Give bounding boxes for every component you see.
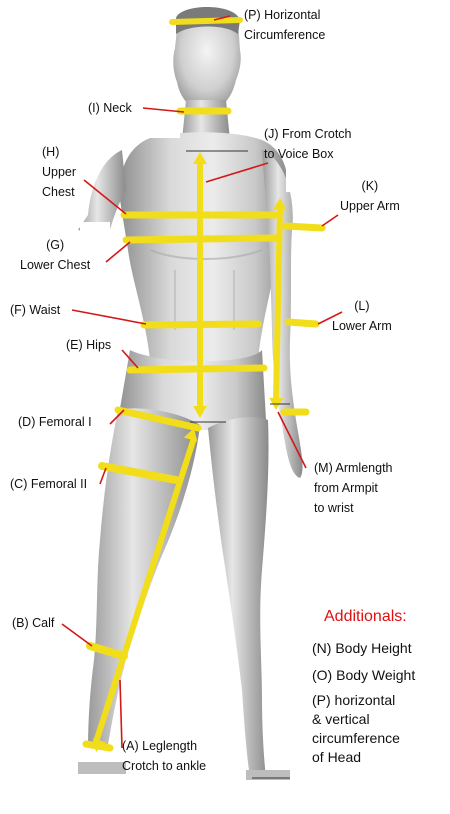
label-c-femoral-2: (C) Femoral II xyxy=(10,477,88,491)
tape-l-lower-arm xyxy=(284,318,320,328)
tape-m-armlength-head-start xyxy=(272,198,287,211)
pointer-k xyxy=(321,214,339,227)
additionals-title: Additionals: xyxy=(324,608,407,625)
tape-c-femoral-2 xyxy=(98,462,180,484)
label-k-upper-arm: (K) Upper Arm xyxy=(340,179,400,213)
label-g-lower-chest: (G) Lower Chest xyxy=(20,238,91,272)
left-foot xyxy=(78,762,126,774)
additional-o-body-weight: (O) Body Weight xyxy=(312,667,416,683)
measurement-tapes xyxy=(82,17,326,779)
tape-p-head xyxy=(169,17,243,25)
pointer-i xyxy=(142,107,185,113)
tape-a-leglength-head-end xyxy=(92,738,107,752)
pointer-h xyxy=(83,179,127,215)
label-e-hips: (E) Hips xyxy=(66,338,112,352)
label-d-femoral-1: (D) Femoral I xyxy=(18,415,92,429)
tape-j-crotch-to-voice-box-head-end xyxy=(193,406,207,418)
tape-b-calf xyxy=(86,642,128,660)
pointer-a xyxy=(119,679,123,749)
tape-j-crotch-to-voice-box-head-start xyxy=(193,152,207,164)
tape-a-leglength xyxy=(92,428,198,752)
label-i-neck: (I) Neck xyxy=(88,101,132,115)
pointer-g xyxy=(105,241,131,263)
pointer-j xyxy=(205,162,269,183)
left-leg xyxy=(88,408,200,748)
pointer-f xyxy=(71,309,147,325)
pointer-c xyxy=(99,467,107,485)
tape-k-upper-arm xyxy=(282,222,326,232)
label-j-crotch-to-voice-box: (J) From Crotch to Voice Box xyxy=(264,127,352,161)
label-b-calf: (B) Calf xyxy=(12,616,55,630)
tape-d-femoral-1 xyxy=(114,406,202,432)
additional-n-body-height: (N) Body Height xyxy=(312,640,412,656)
torso xyxy=(119,132,289,425)
label-f-waist: (F) Waist xyxy=(10,303,61,317)
tape-a-leglength-head-start xyxy=(183,428,198,442)
tape-j-crotch-to-voice-box xyxy=(193,152,207,418)
label-h-upper-chest: (H) Upper Chest xyxy=(42,145,77,199)
right-leg xyxy=(208,417,269,778)
right-foot xyxy=(246,770,290,780)
label-l-lower-arm: (L) Lower Arm xyxy=(332,299,392,333)
tape-m-armlength-shaft xyxy=(273,207,283,401)
pointer-e xyxy=(121,349,139,369)
right-arm xyxy=(262,150,303,478)
pointer-b xyxy=(61,623,93,647)
pointer-p xyxy=(213,15,231,21)
label-p-horizontal-circumference: (P) Horizontal Circumference xyxy=(244,8,326,42)
label-a-leglength: (A) Leglength Crotch to ankle xyxy=(122,739,207,773)
pointer-lines xyxy=(61,15,343,749)
pointer-m xyxy=(277,411,307,469)
pointer-l xyxy=(317,311,343,325)
tape-a-leglength-shaft xyxy=(93,437,197,743)
label-m-armlength: (M) Armlength from Armpit to wrist xyxy=(314,461,393,515)
additional-p-head-circumference: (P) horizontal & vertical circumference … xyxy=(312,692,400,765)
pointer-d xyxy=(109,409,125,425)
